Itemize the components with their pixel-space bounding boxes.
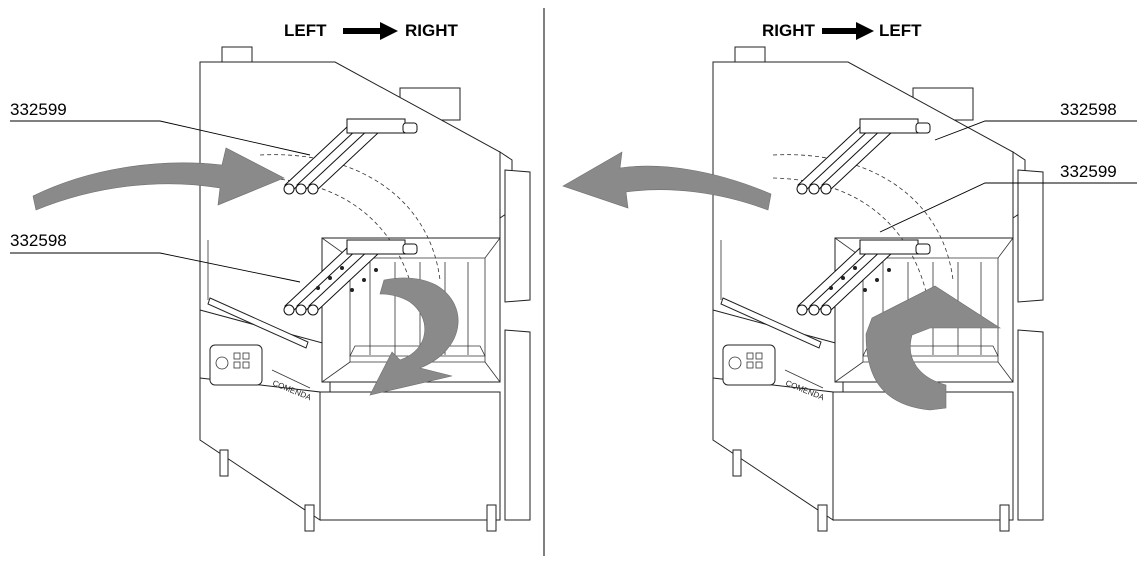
- lower-arm-nozzles: [316, 266, 378, 292]
- part-number-lower-left: 332598: [10, 231, 67, 250]
- right-arrow-icon: [822, 22, 874, 40]
- panel-right: RIGHT LEFT COMENDA 332598 332599: [562, 21, 1137, 532]
- lower-arm-nozzles: [829, 266, 891, 292]
- leader-line: [934, 120, 1137, 141]
- direction-to-right: LEFT: [879, 21, 922, 40]
- panel-left: LEFT RIGHT COMENDA 332599 332598: [10, 21, 531, 532]
- dishwasher-left: COMENDA: [199, 46, 531, 532]
- right-arrow-icon: [343, 22, 398, 40]
- leader-line: [10, 252, 301, 283]
- curved-arrow-icon: [865, 285, 1002, 411]
- part-number-upper-left: 332599: [10, 100, 67, 119]
- direction-to-left: RIGHT: [405, 21, 459, 40]
- direction-from-left: LEFT: [284, 21, 327, 40]
- part-number-lower-right: 332599: [1060, 162, 1117, 181]
- direction-from-right: RIGHT: [762, 21, 816, 40]
- part-number-upper-right: 332598: [1060, 100, 1117, 119]
- leader-line: [10, 120, 311, 156]
- curved-arrow-icon: [32, 147, 285, 211]
- curved-arrow-icon: [562, 151, 772, 211]
- leader-line: [879, 182, 1137, 233]
- dishwasher-right: COMENDA: [712, 46, 1044, 532]
- curved-arrow-icon: [369, 277, 459, 396]
